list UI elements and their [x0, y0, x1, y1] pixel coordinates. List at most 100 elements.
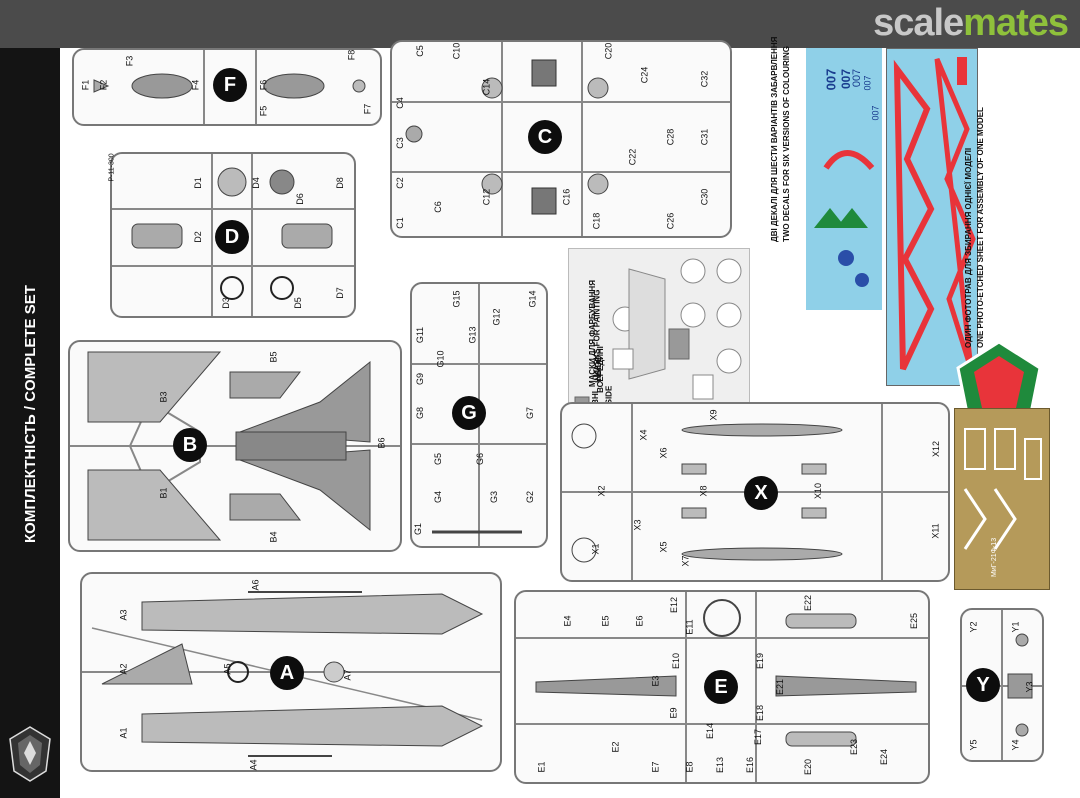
part-label: E23 — [849, 738, 860, 756]
part-label: E8 — [684, 761, 695, 773]
part-label: Y1 — [1010, 621, 1021, 633]
part-label: A6 — [250, 579, 261, 591]
part-label: X1 — [590, 543, 601, 555]
sprue-e-letter: E — [704, 670, 738, 704]
part-label: Y3 — [1024, 681, 1035, 693]
part-label: X5 — [658, 541, 669, 553]
part-label: G5 — [433, 452, 444, 466]
part-label: G13 — [467, 326, 478, 344]
part-label: E25 — [909, 612, 920, 630]
sprue-x: X X1 X2 X3 X4 X5 X6 X7 X8 X9 X10 X11 X12 — [560, 402, 950, 582]
part-label: X2 — [596, 485, 607, 497]
part-label: G7 — [525, 406, 536, 420]
part-label: F8 — [346, 49, 357, 61]
part-label: D3 — [220, 297, 231, 309]
part-label: C18 — [591, 212, 602, 230]
sprue-g: G G1 G2 G3 G4 G5 G6 G7 G8 G9 G10 G11 G12… — [410, 282, 548, 548]
part-label: D7 — [334, 287, 345, 299]
part-label: C26 — [665, 212, 676, 230]
part-label: C2 — [394, 177, 405, 189]
part-label: A3 — [118, 609, 129, 621]
sprue-f-letter: F — [213, 68, 247, 102]
photoetch-parts — [963, 428, 1042, 550]
part-label: G15 — [451, 290, 462, 308]
part-label: E5 — [600, 615, 611, 627]
mask-inside-en: INSIDE — [593, 356, 603, 383]
part-label: C16 — [561, 188, 572, 206]
sprue-y-runners — [962, 610, 1042, 760]
photoetch-caption-ua: ОДИН ФОТОТРАВ ДЛЯ ЗБИРАННЯ ОДНІЄЇ МОДЕЛІ — [964, 147, 973, 348]
sprue-d: D P-11-300 D1 D2 D3 D4 D5 D6 D7 D8 — [108, 152, 356, 318]
decal-sheet-1-art — [814, 150, 875, 287]
brand-part-2: mates — [963, 2, 1069, 44]
part-label: F6 — [258, 79, 269, 91]
part-label: A2 — [118, 663, 129, 675]
photoetch-caption-en: ONE PHOTO-ETCHED SHEET FOR ASSEMBLY OF O… — [976, 107, 985, 348]
mask-shapes — [574, 258, 742, 430]
part-label: G1 — [413, 522, 424, 536]
part-label: C3 — [394, 137, 405, 149]
sprue-b-letter: B — [173, 428, 207, 462]
part-label: B1 — [158, 487, 169, 499]
part-label: B5 — [268, 351, 279, 363]
part-label: G2 — [525, 490, 536, 504]
sprue-e-runners — [516, 592, 928, 782]
sheet-title: КОМПЛЕКТНІСТЬ / COMPLETE SET — [22, 285, 39, 543]
part-label: B4 — [268, 531, 279, 543]
part-label: C1 — [394, 217, 405, 229]
part-label: F1 — [80, 79, 91, 91]
sprue-x-letter: X — [744, 476, 778, 510]
photoetch-sheet: МиГ-21Ф-13 — [954, 408, 1050, 590]
sprue-c-runners — [392, 42, 730, 236]
sprue-a: A A1 A2 A3 A4 A5 A6 A7 — [80, 572, 502, 772]
sprue-a-runners — [82, 591, 500, 757]
part-label: E18 — [755, 704, 766, 722]
part-label: E4 — [562, 615, 573, 627]
sprue-b-runners — [70, 351, 400, 541]
sprue-y-letter: Y — [966, 668, 1000, 702]
part-label: E14 — [705, 722, 716, 740]
part-label: E1 — [536, 761, 547, 773]
brand-part-1: scale — [873, 2, 964, 44]
part-label: F5 — [258, 105, 269, 117]
part-label: Y5 — [968, 739, 979, 751]
part-label: E11 — [684, 619, 695, 635]
part-label: E13 — [715, 756, 726, 774]
part-label: X10 — [813, 482, 824, 500]
part-label: C10 — [451, 42, 462, 60]
part-label: G8 — [415, 406, 426, 420]
part-label: Y4 — [1010, 739, 1021, 751]
sprue-f-runners — [93, 50, 366, 124]
part-label: G11 — [415, 326, 426, 344]
part-label: C31 — [699, 128, 710, 146]
part-label: E6 — [634, 615, 645, 627]
part-label: G14 — [527, 290, 538, 308]
part-label: C4 — [394, 97, 405, 109]
part-label: C32 — [699, 70, 710, 88]
part-label: C14 — [481, 78, 492, 96]
sprue-c-letter: C — [528, 120, 562, 154]
photoetch-code: МиГ-21Ф-13 — [991, 537, 998, 577]
sprue-d-runners — [112, 154, 354, 316]
sprue-c: C C1 C2 C3 C4 C5 C6 C10 C12 C14 C16 C18 … — [390, 40, 732, 238]
part-label: D1 — [192, 177, 203, 189]
sprue-d-letter: D — [215, 220, 249, 254]
part-label: D5 — [292, 297, 303, 309]
part-label: G3 — [489, 490, 500, 504]
part-label: D2 — [192, 231, 203, 243]
decal-serial: 007 — [870, 105, 881, 121]
scalemates-logo[interactable]: scalemates — [873, 2, 1069, 45]
decal-serial: 007 — [862, 75, 873, 91]
sprue-d-marking: P-11-300 — [108, 153, 116, 182]
parts-sheet: F F1 F2 F3 F4 F5 F6 F7 F8 D P-11-300 D1 … — [64, 37, 1074, 793]
part-label: C12 — [481, 188, 492, 206]
part-label: X9 — [708, 409, 719, 421]
part-label: C20 — [603, 42, 614, 60]
part-label: F3 — [124, 55, 135, 67]
part-label: G6 — [475, 452, 486, 466]
part-label: F4 — [190, 79, 201, 91]
part-label: F2 — [98, 79, 109, 91]
part-label: E20 — [803, 758, 814, 776]
part-label: X11 — [930, 523, 941, 539]
part-label: B3 — [158, 391, 169, 403]
